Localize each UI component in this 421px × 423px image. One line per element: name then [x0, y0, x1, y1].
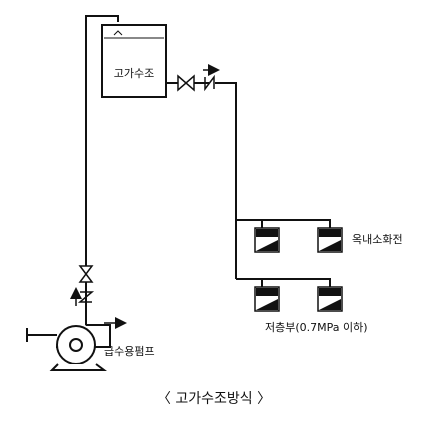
pump-label: 급수용펌프: [104, 345, 155, 358]
gate-valve-icon: [78, 265, 94, 283]
fire-hydrant-box: [317, 286, 343, 312]
outlet-pipe: [166, 82, 237, 279]
diagram-caption: 〈 고가수조방식 〉: [157, 391, 271, 407]
check-valve-icon: [70, 287, 95, 306]
fire-hydrant-box: [254, 227, 280, 253]
riser-pipe: [85, 15, 119, 347]
elevated-tank: 고가수조: [101, 24, 167, 98]
fire-hydrant-box: [317, 227, 343, 253]
branch-pipes: [236, 219, 331, 287]
gate-valve-icon: [177, 74, 195, 92]
water-level-mark: [113, 30, 123, 36]
low-floor-label: 저층부(0.7MPa 이하): [265, 320, 368, 334]
tank-label: 고가수조: [114, 67, 154, 80]
fire-hydrant-box: [254, 286, 280, 312]
pump-icon: [26, 324, 111, 371]
check-valve-icon: [203, 64, 220, 92]
fire-hydrant-label: 옥내소화전: [352, 233, 403, 246]
